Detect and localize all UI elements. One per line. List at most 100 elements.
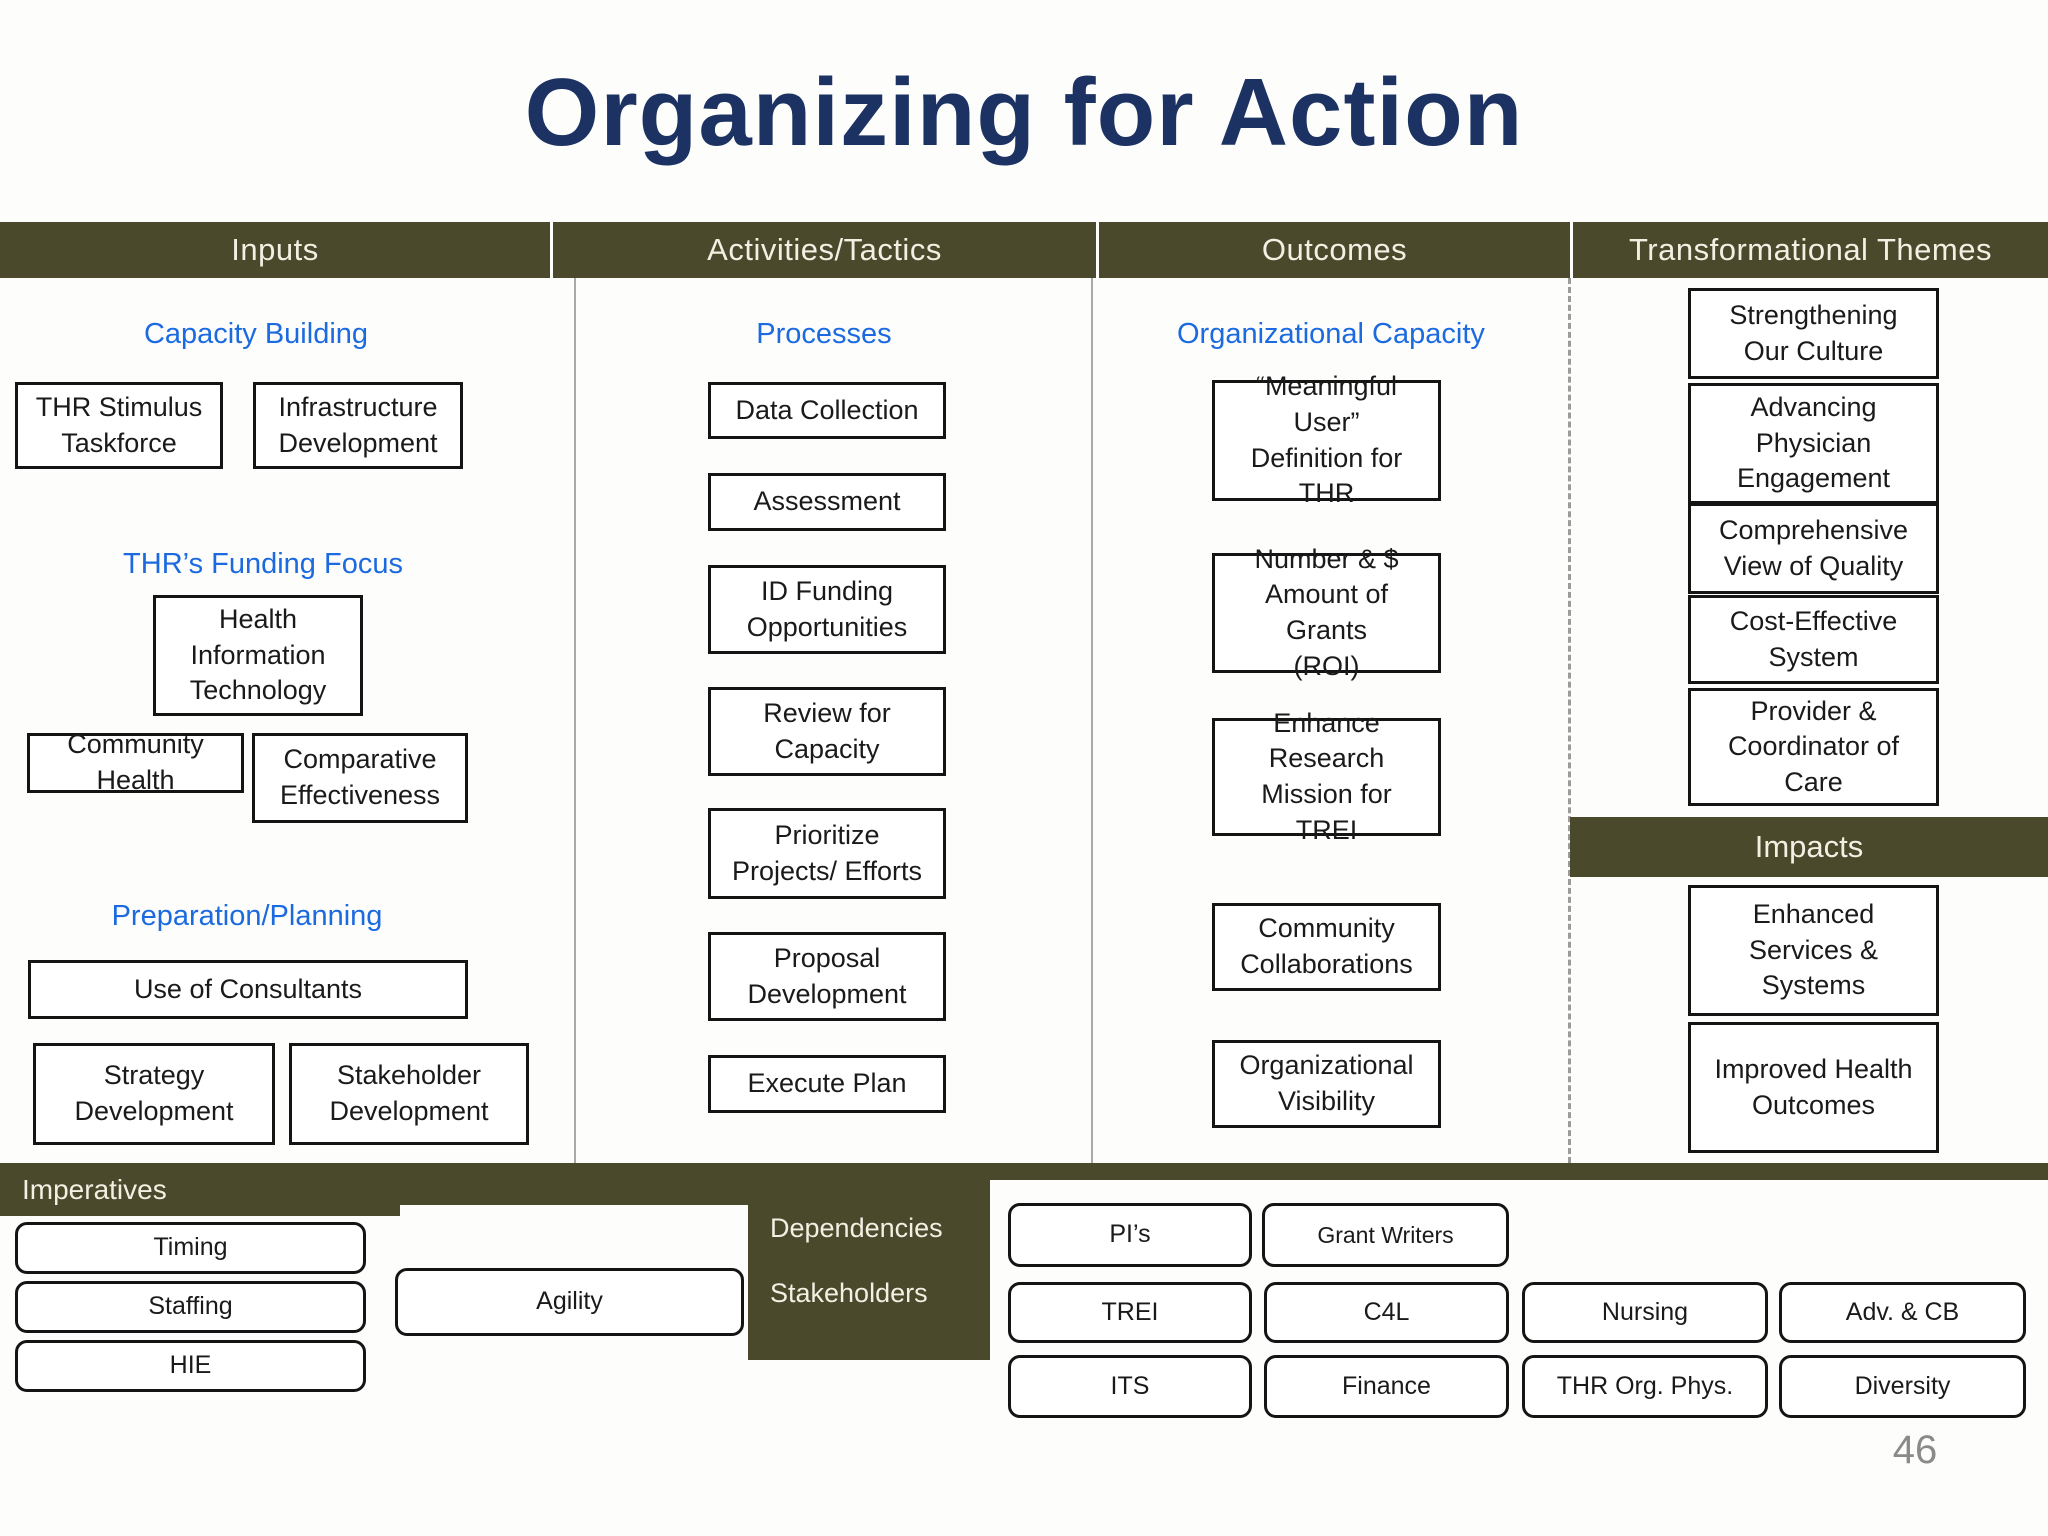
box-staffing: Staffing bbox=[15, 1281, 366, 1333]
subhead-organizational-capacity: Organizational Capacity bbox=[1177, 318, 1485, 350]
box-execute-plan: Execute Plan bbox=[708, 1055, 946, 1113]
box-hie: HIE bbox=[15, 1340, 366, 1392]
box-label: Diversity bbox=[1854, 1371, 1951, 1400]
box-label: Timing bbox=[153, 1233, 228, 1262]
box-organizational-visibility: Organizational Visibility bbox=[1212, 1040, 1441, 1128]
box-label: Advancing Physician Engagement bbox=[1736, 392, 1891, 494]
box-label: Community Collaborations bbox=[1240, 913, 1413, 979]
header-activities: Activities/Tactics bbox=[553, 222, 1096, 278]
box-comparative-effectiveness: Comparative Effectiveness bbox=[252, 733, 468, 823]
box-finance: Finance bbox=[1264, 1355, 1509, 1418]
box-label: Strategy Development bbox=[74, 1060, 234, 1126]
box-label: Organizational Visibility bbox=[1239, 1050, 1414, 1116]
box-its: ITS bbox=[1008, 1355, 1252, 1418]
box-label: Finance bbox=[1342, 1371, 1431, 1400]
box-label: ITS bbox=[1110, 1371, 1150, 1400]
box-label: Stakeholder Development bbox=[329, 1060, 489, 1126]
box-label: Proposal Development bbox=[747, 942, 907, 1009]
box-label: Adv. & CB bbox=[1845, 1297, 1960, 1326]
box-grant-writers: Grant Writers bbox=[1262, 1203, 1509, 1267]
box-trei: TREI bbox=[1008, 1282, 1252, 1343]
dependencies-stakeholders-block: Dependencies Stakeholders bbox=[748, 1163, 990, 1360]
box-label: ID Funding Opportunities bbox=[746, 575, 908, 642]
box-c4l: C4L bbox=[1264, 1282, 1509, 1343]
box-use-of-consultants: Use of Consultants bbox=[28, 960, 468, 1019]
box-label: “Meaningful User” Definition for THR bbox=[1250, 371, 1403, 509]
box-community-collaborations: Community Collaborations bbox=[1212, 903, 1441, 991]
box-timing: Timing bbox=[15, 1222, 366, 1274]
box-label: Use of Consultants bbox=[133, 973, 363, 1004]
slide-title: Organizing for Action bbox=[524, 59, 1524, 166]
box-label: Enhanced Services & Systems bbox=[1748, 899, 1879, 1001]
box-health-information-technology: Health Information Technology bbox=[153, 595, 363, 716]
box-label: Improved Health Outcomes bbox=[1714, 1053, 1913, 1120]
box-stakeholder-development: Stakeholder Development bbox=[289, 1043, 529, 1145]
header-inputs: Inputs bbox=[0, 222, 550, 278]
box-comprehensive-view-of-quality: Comprehensive View of Quality bbox=[1688, 503, 1939, 594]
box-label: THR Org. Phys. bbox=[1556, 1371, 1734, 1400]
box-proposal-development: Proposal Development bbox=[708, 932, 946, 1021]
box-label: Staffing bbox=[148, 1292, 233, 1321]
box-label: TREI bbox=[1101, 1297, 1159, 1326]
box-label: PI’s bbox=[1109, 1220, 1151, 1249]
box-agility: Agility bbox=[395, 1268, 744, 1336]
box-label: Community Health bbox=[67, 729, 204, 795]
box-review-for-capacity: Review for Capacity bbox=[708, 687, 946, 776]
box-label: THR Stimulus Taskforce bbox=[35, 391, 203, 458]
box-nursing: Nursing bbox=[1522, 1282, 1768, 1343]
box-label: HIE bbox=[169, 1351, 212, 1380]
box-label: Review for Capacity bbox=[763, 697, 891, 764]
box-infrastructure-development: Infrastructure Development bbox=[253, 382, 463, 469]
box-provider-coordinator-of-care: Provider & Coordinator of Care bbox=[1688, 688, 1939, 806]
box-label: C4L bbox=[1363, 1297, 1410, 1326]
box-label: Cost-Effective System bbox=[1729, 605, 1898, 672]
box-enhanced-services-systems: Enhanced Services & Systems bbox=[1688, 885, 1939, 1016]
subhead-processes: Processes bbox=[756, 318, 892, 350]
separator-activities-outcomes bbox=[1091, 278, 1093, 1163]
box-label: Comprehensive View of Quality bbox=[1718, 514, 1909, 581]
header-imperatives: Imperatives bbox=[0, 1163, 400, 1216]
box-enhance-research-mission: Enhance Research Mission for TREI bbox=[1212, 708, 1441, 845]
box-assessment: Assessment bbox=[708, 473, 946, 531]
stakeholders-label: Stakeholders bbox=[770, 1278, 928, 1308]
separator-dashed-themes bbox=[1568, 278, 1571, 1163]
header-impacts: Impacts bbox=[1570, 817, 2048, 877]
box-advancing-physician-engagement: Advancing Physician Engagement bbox=[1688, 383, 1939, 504]
box-label: Health Information Technology bbox=[189, 604, 327, 706]
box-label: Enhance Research Mission for TREI bbox=[1261, 707, 1392, 845]
box-thr-org-phys: THR Org. Phys. bbox=[1522, 1355, 1768, 1418]
dependencies-label: Dependencies bbox=[770, 1213, 943, 1243]
header-themes: Transformational Themes bbox=[1573, 222, 2048, 278]
subhead-capacity-building: Capacity Building bbox=[143, 318, 369, 350]
box-strengthening-our-culture: Strengthening Our Culture bbox=[1688, 288, 1939, 379]
box-label: Nursing bbox=[1601, 1297, 1689, 1326]
box-label: Infrastructure Development bbox=[278, 391, 438, 458]
box-prioritize-projects-efforts: Prioritize Projects/ Efforts bbox=[708, 808, 946, 899]
box-label: Grant Writers bbox=[1317, 1221, 1454, 1248]
box-number-amount-grants: Number & $ Amount of Grants (ROI) bbox=[1212, 544, 1441, 681]
box-id-funding-opportunities: ID Funding Opportunities bbox=[708, 565, 946, 654]
box-label: Agility bbox=[536, 1287, 603, 1316]
box-label: Execute Plan bbox=[747, 1068, 907, 1099]
box-label: Prioritize Projects/ Efforts bbox=[731, 819, 923, 886]
box-community-health: Community Health bbox=[27, 729, 244, 795]
box-label: Comparative Effectiveness bbox=[279, 744, 441, 810]
box-cost-effective-system: Cost-Effective System bbox=[1688, 595, 1939, 684]
box-label: Number & $ Amount of Grants (ROI) bbox=[1254, 543, 1399, 681]
bottom-band-thin-strip bbox=[990, 1163, 2048, 1180]
box-adv-cb: Adv. & CB bbox=[1779, 1282, 2026, 1343]
box-label: Assessment bbox=[753, 486, 901, 517]
box-data-collection: Data Collection bbox=[708, 382, 946, 439]
box-pis: PI’s bbox=[1008, 1203, 1252, 1267]
box-label: Strengthening Our Culture bbox=[1729, 299, 1898, 366]
box-label: Provider & Coordinator of Care bbox=[1727, 695, 1900, 797]
box-thr-stimulus-taskforce: THR Stimulus Taskforce bbox=[15, 382, 223, 469]
box-meaningful-user-definition: “Meaningful User” Definition for THR bbox=[1212, 371, 1441, 508]
box-strategy-development: Strategy Development bbox=[33, 1043, 275, 1145]
box-improved-health-outcomes: Improved Health Outcomes bbox=[1688, 1022, 1939, 1153]
subhead-preparation-planning: Preparation/Planning bbox=[111, 900, 383, 932]
header-outcomes: Outcomes bbox=[1099, 222, 1570, 278]
box-diversity: Diversity bbox=[1779, 1355, 2026, 1418]
subhead-thrs-funding-focus: THR’s Funding Focus bbox=[123, 548, 403, 580]
box-label: Data Collection bbox=[735, 394, 919, 425]
